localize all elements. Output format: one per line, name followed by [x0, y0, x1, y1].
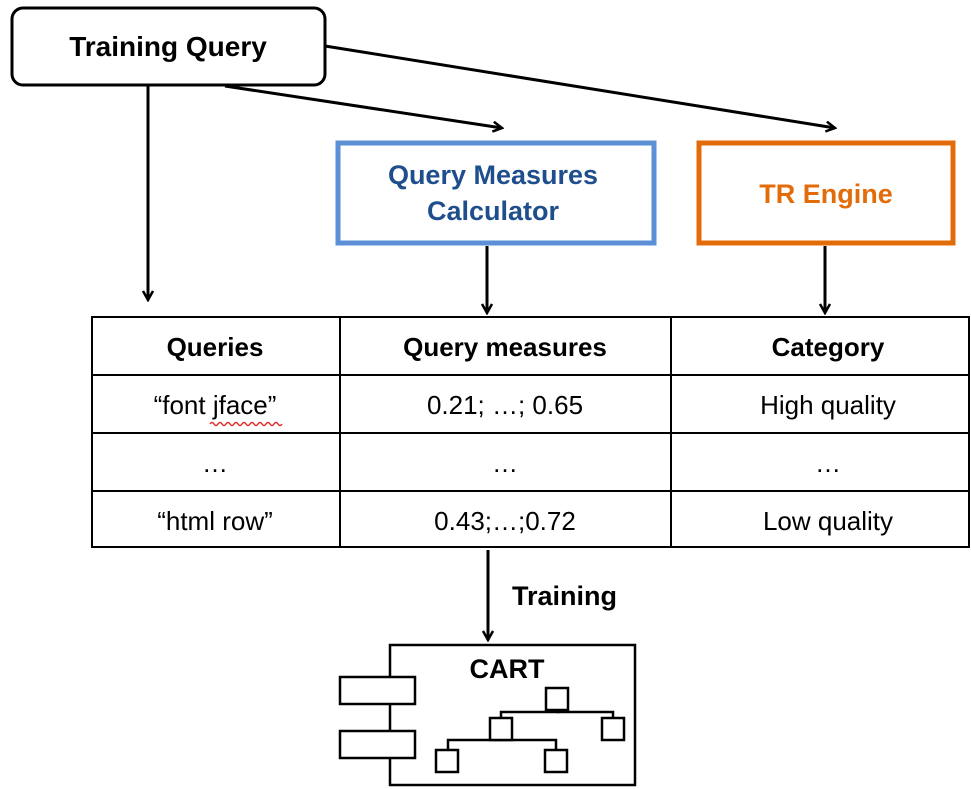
table-cell-category: Low quality [763, 506, 893, 536]
tree-node [488, 716, 514, 742]
arrow-query-to-calculator [224, 84, 502, 128]
table-cell-measures: 0.21; …; 0.65 [427, 390, 583, 420]
table-header-queries: Queries [167, 332, 264, 362]
query-measures-calculator-node: Query Measures Calculator [335, 140, 657, 246]
component-port-bottom [338, 729, 417, 760]
cart-component-node: CART [338, 643, 637, 787]
decision-tree-icon [434, 686, 626, 774]
table-cell-query: … [202, 448, 228, 478]
training-data-table: Queries Query measures Category “font jf… [91, 316, 970, 548]
table-cell-query: “html row” [157, 506, 273, 536]
training-edge-label: Training [512, 581, 617, 611]
arrow-query-to-engine [324, 44, 835, 128]
spellcheck-underline [209, 421, 283, 427]
training-query-node: Training Query [10, 6, 327, 87]
table-cell-category: … [815, 448, 841, 478]
tree-node [434, 748, 460, 774]
table-header-category: Category [772, 332, 885, 362]
tree-node [600, 716, 626, 742]
tr-engine-label: TR Engine [759, 179, 893, 209]
cart-label: CART [470, 654, 545, 684]
table-cell-measures: 0.43;…;0.72 [434, 506, 576, 536]
table-cell-measures: … [492, 448, 518, 478]
table-cell-category: High quality [760, 390, 896, 420]
training-query-label: Training Query [69, 31, 267, 62]
tr-engine-node: TR Engine [696, 140, 956, 246]
calculator-label-line2: Calculator [427, 196, 560, 226]
tree-node-root [544, 686, 570, 712]
table-cell-query: “font jface” [154, 390, 277, 420]
component-port-top [338, 675, 417, 706]
tree-node [543, 748, 569, 774]
calculator-label-line1: Query Measures [388, 160, 598, 190]
table-header-query-measures: Query measures [403, 332, 607, 362]
